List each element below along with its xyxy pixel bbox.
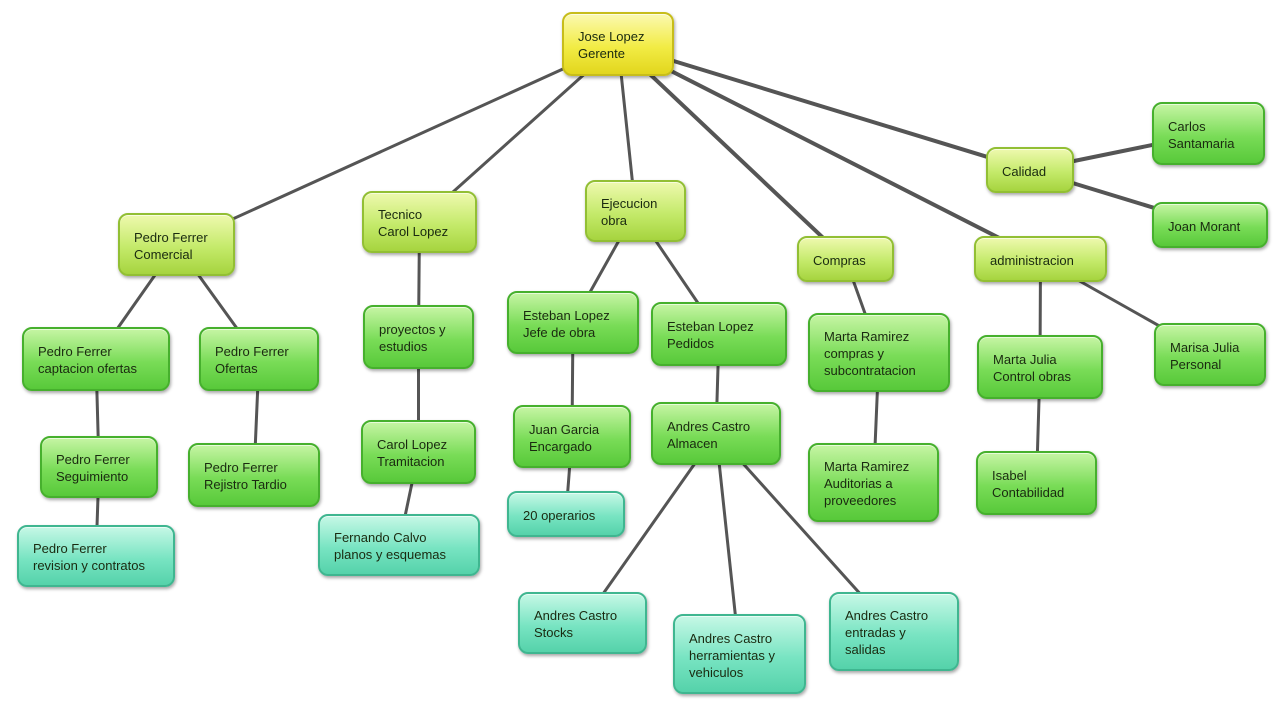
edge-gerente-administracion — [616, 42, 1043, 261]
node-entradas[interactable]: Andres Castro entradas y salidas — [829, 592, 959, 671]
node-label-line: Marta Ramirez — [824, 329, 910, 344]
node-label-line: Calidad — [1002, 163, 1047, 179]
node-label-line: captacion ofertas — [38, 361, 138, 376]
node-compras[interactable]: Compras — [797, 236, 894, 282]
node-operarios[interactable]: 20 operarios — [507, 491, 625, 537]
node-fernando[interactable]: Fernando Calvo planos y esquemas — [318, 514, 480, 576]
node-label-line: Carol Lopez — [378, 224, 449, 239]
node-label-line: Andres Castro — [689, 630, 773, 646]
node-label-line: proyectos y — [379, 322, 446, 337]
node-label-line: Seguimiento — [56, 469, 129, 484]
node-label-line: Andres Castro — [667, 418, 751, 434]
node-label-line: Carlos — [1168, 118, 1206, 134]
node-proyectos[interactable]: proyectos y estudios — [363, 305, 474, 369]
node-label-line: Andres Castro — [845, 608, 929, 623]
node-label-line: obra — [601, 213, 628, 228]
node-label-line: Tecnico — [378, 207, 423, 222]
node-label-line: Comercial — [134, 246, 193, 262]
node-label-line: Auditorias a — [824, 476, 893, 491]
node-label-line: planos y esquemas — [334, 547, 447, 562]
node-label-line: Marta Ramirez — [824, 459, 910, 474]
node-label-line: Ofertas — [215, 361, 258, 376]
node-joan[interactable]: Joan Morant — [1152, 202, 1268, 248]
node-label-line: Esteban Lopez — [667, 319, 754, 334]
node-marta-compras[interactable]: Marta Ramirez compras y subcontratacion — [808, 313, 950, 392]
node-label-line: administracion — [990, 252, 1074, 268]
node-label-line: Marta Julia — [993, 352, 1057, 367]
node-label-line: Pedro Ferrer — [215, 344, 289, 359]
node-label-line: Ejecucion — [601, 196, 658, 211]
node-label-line: proveedores — [824, 493, 897, 508]
node-label-line: Fernando Calvo — [334, 530, 427, 545]
node-label-line: Almacen — [667, 435, 718, 451]
node-label-line: estudios — [379, 339, 428, 354]
node-label-line: Juan Garcia — [529, 421, 600, 437]
node-label-line: Jose Lopez — [578, 29, 645, 44]
node-label-line: Marisa Julia — [1170, 339, 1240, 355]
node-label-line: Rejistro Tardio — [204, 477, 287, 492]
node-label-line: Pedro Ferrer — [56, 452, 130, 467]
node-label-line: Pedidos — [667, 336, 714, 351]
node-label-line: Santamaria — [1168, 135, 1235, 151]
node-label-line: herramientas y — [689, 647, 775, 663]
node-label-line: Stocks — [534, 625, 574, 640]
node-label-line: Pedro Ferrer — [33, 541, 107, 556]
node-label-line: subcontratacion — [824, 363, 916, 378]
node-label-line: Contabilidad — [992, 485, 1065, 500]
node-label-line: revision y contratos — [33, 558, 145, 573]
node-label-line: 20 operarios — [523, 507, 596, 523]
node-label-line: Gerente — [578, 46, 625, 61]
node-label-line: vehiculos — [689, 664, 744, 680]
edge-almacen-stocks — [581, 432, 718, 625]
node-label-line: Pedro Ferrer — [134, 229, 208, 245]
node-calidad[interactable]: Calidad — [986, 147, 1074, 193]
node-label-line: Isabel — [992, 468, 1027, 483]
edge-gerente-comercial — [175, 42, 620, 246]
node-label-line: compras y — [824, 346, 884, 361]
node-label-line: Pedro Ferrer — [204, 460, 278, 475]
node-label-line: entradas y — [845, 625, 906, 640]
node-ejecucion[interactable]: Ejecucion obra — [585, 180, 686, 242]
node-label-line: Esteban Lopez — [523, 307, 610, 323]
node-revision[interactable]: Pedro Ferrer revision y contratos — [17, 525, 175, 587]
node-label-line: Joan Morant — [1168, 218, 1241, 234]
node-label-line: Personal — [1170, 356, 1222, 372]
edge-gerente-compras — [616, 42, 848, 261]
node-label-line: Tramitacion — [377, 454, 445, 469]
node-administracion[interactable]: administracion — [974, 236, 1107, 282]
node-label-line: Pedro Ferrer — [38, 344, 112, 359]
edge-gerente-calidad — [616, 42, 1032, 172]
node-label-line: Control obras — [993, 369, 1072, 384]
node-label-line: salidas — [845, 642, 886, 657]
node-captacion[interactable]: Pedro Ferrer captacion ofertas — [22, 327, 170, 391]
node-label-line: Andres Castro — [534, 608, 618, 623]
node-label-line: Carol Lopez — [377, 437, 448, 452]
node-label-line: Encargado — [529, 438, 592, 454]
node-label-line: Compras — [813, 252, 866, 268]
node-label-line: Jefe de obra — [523, 324, 596, 340]
